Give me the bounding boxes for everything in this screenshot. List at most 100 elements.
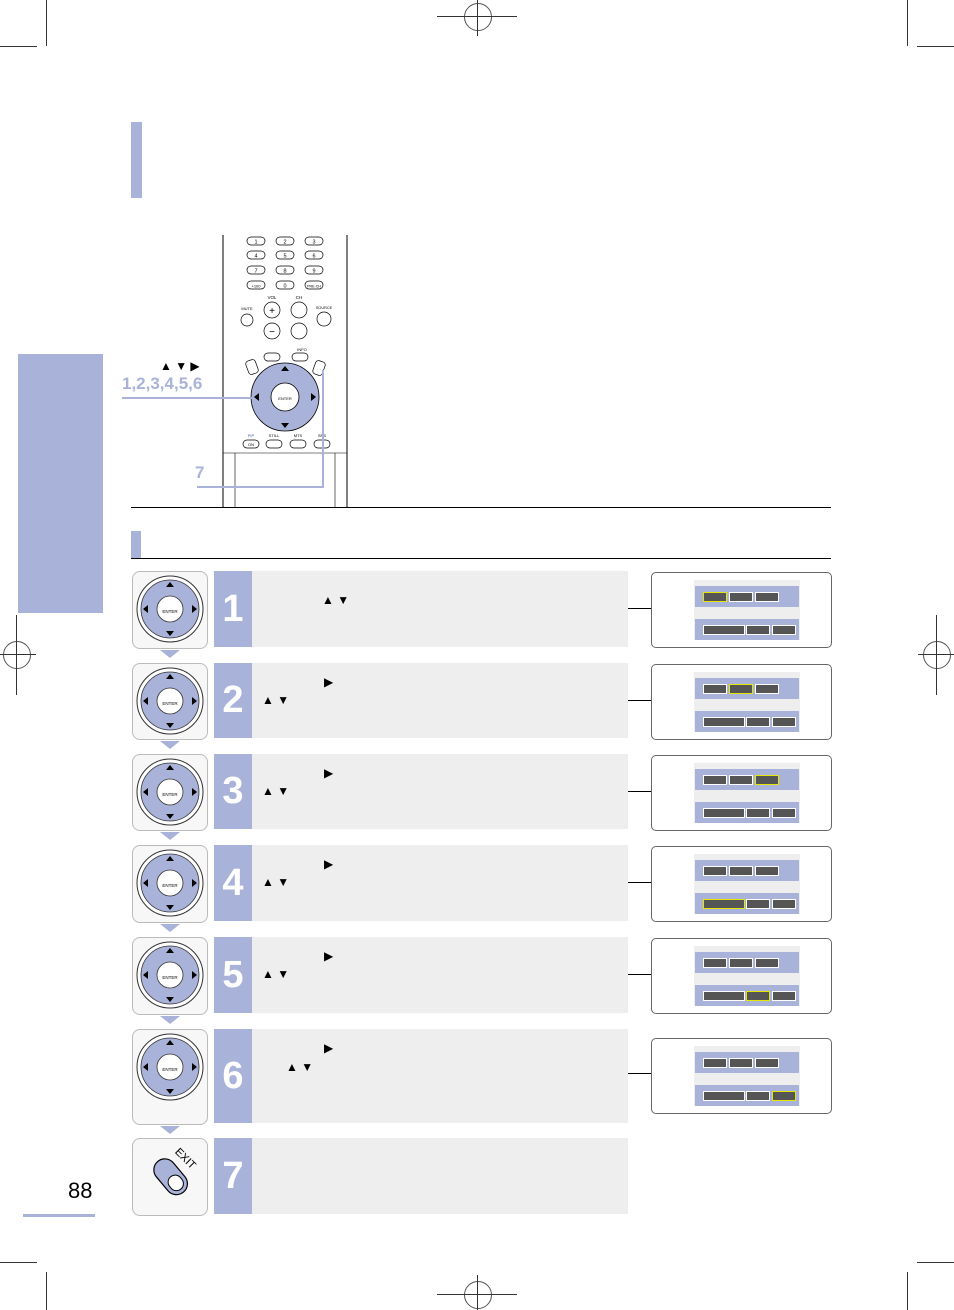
osd-cell — [746, 899, 770, 909]
svg-text:+: + — [269, 306, 275, 317]
osd-row — [695, 769, 799, 790]
osd-cell — [703, 808, 745, 818]
pad-enter-text: ENTER — [162, 792, 178, 797]
divider — [131, 507, 831, 508]
osd-row — [695, 802, 799, 823]
screen-preview — [651, 846, 832, 922]
screen-preview — [651, 572, 832, 648]
osd-cell — [729, 592, 753, 602]
step-down-arrow — [160, 1016, 180, 1024]
right-arrow-icon: ▶ — [324, 857, 334, 871]
nav-pad-illustration: ENTER — [132, 663, 208, 740]
screen-preview — [651, 755, 832, 831]
svg-text:8: 8 — [283, 269, 286, 275]
crop-mark — [0, 1262, 37, 1263]
osd-cell — [703, 958, 727, 968]
svg-text:SOURCE: SOURCE — [316, 306, 333, 310]
osd-cell — [772, 625, 796, 635]
osd-cell — [729, 684, 753, 694]
svg-text:1: 1 — [254, 240, 257, 246]
screen-link-line — [628, 1073, 652, 1074]
osd-panel — [694, 1046, 800, 1106]
osd-cell — [703, 1058, 727, 1068]
osd-row — [695, 1052, 799, 1073]
right-arrow-icon: ▶ — [324, 766, 334, 780]
osd-cell — [703, 1091, 745, 1101]
svg-text:−: − — [269, 327, 275, 338]
callout-line-exit-vertical — [322, 370, 324, 488]
nav-pad-illustration: ENTER — [132, 937, 208, 1015]
osd-panel — [694, 946, 800, 1006]
up-down-arrows-icon: ▲ ▼ — [262, 693, 290, 707]
svg-text:3: 3 — [312, 240, 315, 246]
svg-text:ENTER: ENTER — [278, 396, 292, 401]
osd-cell — [746, 1091, 770, 1101]
pad-enter-text: ENTER — [162, 883, 178, 888]
up-down-arrows-icon: ▲ ▼ — [286, 1060, 314, 1074]
osd-cell — [755, 775, 779, 785]
osd-cell — [755, 684, 779, 694]
step-number: 3 — [214, 754, 252, 829]
right-arrow-icon: ▶ — [324, 949, 334, 963]
up-down-arrows-icon: ▲ ▼ — [262, 967, 290, 981]
osd-cell — [729, 866, 753, 876]
screen-link-line — [628, 791, 652, 792]
osd-cell — [755, 866, 779, 876]
osd-cell — [772, 1091, 796, 1101]
callout-exit-step: 7 — [195, 463, 205, 482]
nav-pad-illustration: ENTER — [132, 754, 208, 831]
crop-mark — [917, 1262, 954, 1263]
pad-enter-text: ENTER — [162, 1067, 178, 1072]
osd-cell — [772, 899, 796, 909]
screen-preview — [651, 938, 832, 1014]
step-instruction-box — [252, 571, 628, 647]
nav-pad-illustration: ENTER — [132, 1029, 208, 1125]
divider — [131, 558, 831, 559]
step-instruction-box — [252, 1138, 628, 1214]
osd-row — [695, 860, 799, 881]
svg-text:7: 7 — [254, 269, 257, 275]
registration-line — [16, 615, 17, 695]
osd-cell — [746, 625, 770, 635]
osd-cell — [729, 958, 753, 968]
svg-text:+100: +100 — [251, 284, 261, 289]
svg-text:STILL: STILL — [269, 433, 280, 438]
callout-line-pad — [122, 397, 252, 399]
title-accent-bar — [131, 122, 142, 198]
up-down-arrows-icon: ▲ ▼ — [262, 784, 290, 798]
crop-mark — [46, 1272, 47, 1310]
svg-text:CH: CH — [296, 295, 303, 300]
svg-text:9: 9 — [312, 269, 315, 275]
osd-row — [695, 619, 799, 640]
screen-link-line — [628, 608, 652, 609]
svg-text:ON: ON — [248, 442, 254, 447]
osd-panel — [694, 763, 800, 823]
svg-text:2: 2 — [283, 240, 286, 246]
screen-preview — [651, 1038, 832, 1114]
up-down-arrows-icon: ▲ ▼ — [322, 593, 350, 607]
osd-row — [695, 1085, 799, 1106]
crop-mark — [907, 0, 908, 46]
osd-cell — [703, 717, 745, 727]
right-arrow-icon: ▶ — [324, 1041, 334, 1055]
osd-cell — [703, 991, 745, 1001]
step-number: 4 — [214, 845, 252, 921]
step-down-arrow — [160, 924, 180, 932]
registration-mark — [923, 641, 951, 669]
osd-cell — [703, 625, 745, 635]
osd-cell — [746, 717, 770, 727]
osd-panel — [694, 854, 800, 914]
svg-text:MUTE: MUTE — [241, 306, 253, 311]
osd-cell — [755, 1058, 779, 1068]
svg-text:INFO: INFO — [297, 347, 307, 352]
osd-cell — [729, 1058, 753, 1068]
chapter-side-tab — [18, 354, 103, 613]
nav-pad-illustration: ENTER — [132, 571, 208, 649]
osd-cell — [703, 684, 727, 694]
step-number: 5 — [214, 937, 252, 1013]
step-down-arrow — [160, 1126, 180, 1134]
up-down-arrows-icon: ▲ ▼ — [262, 875, 290, 889]
svg-text:0: 0 — [283, 284, 286, 290]
svg-text:PRE-CH: PRE-CH — [307, 285, 321, 289]
crop-mark — [917, 46, 954, 47]
